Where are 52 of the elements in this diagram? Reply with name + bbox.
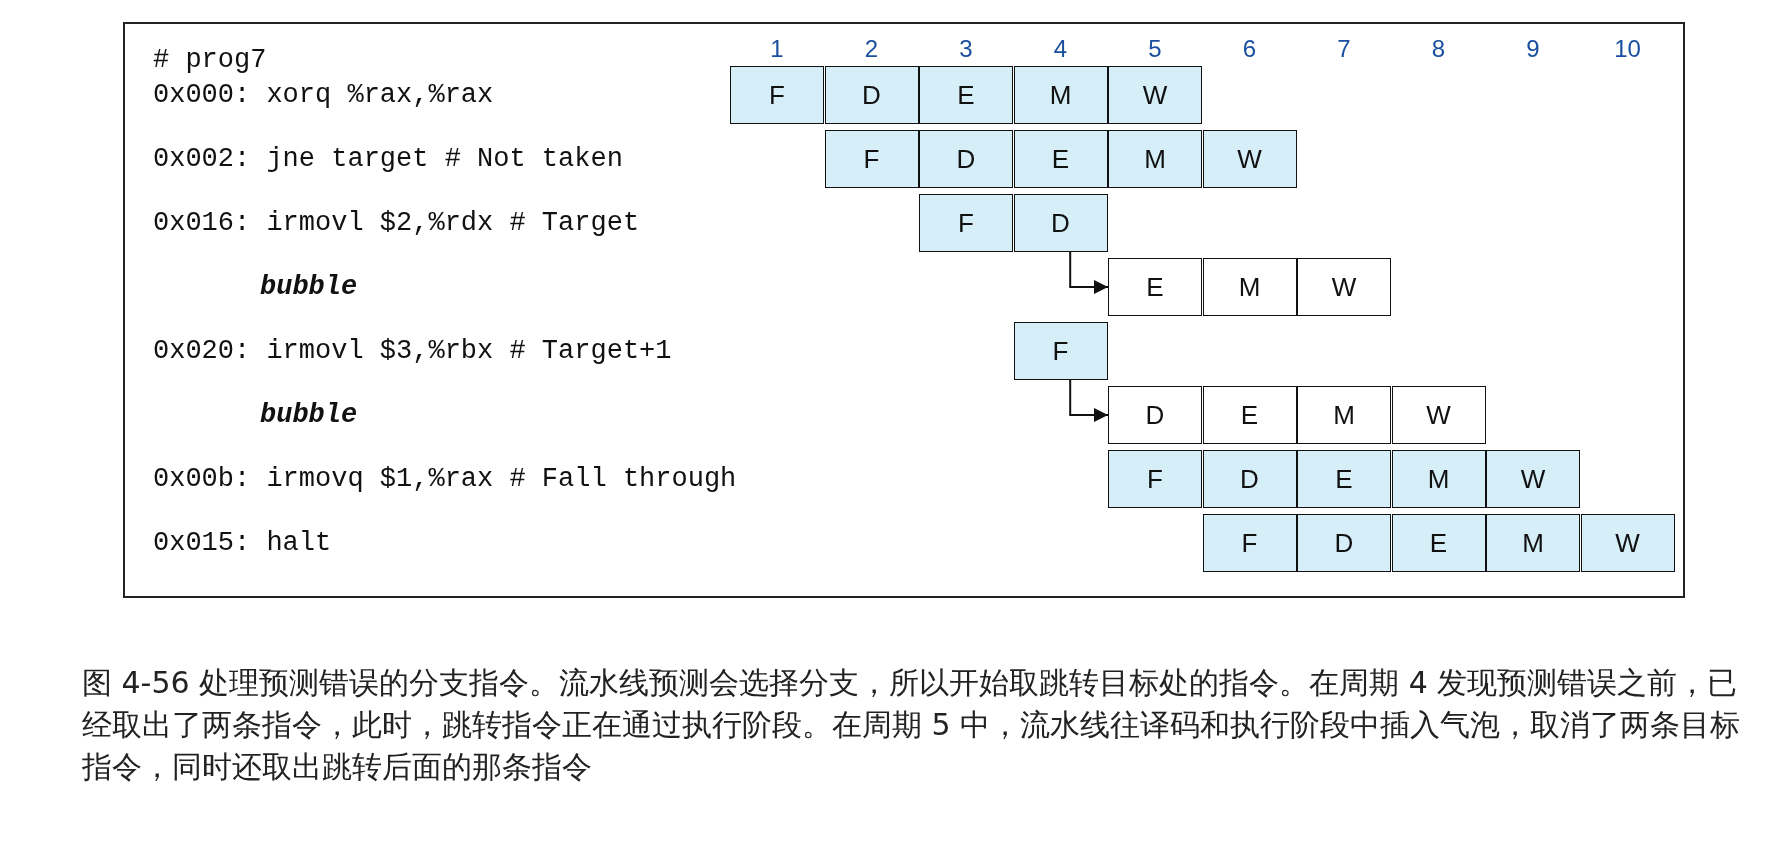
pipeline-stage-cell: F bbox=[730, 66, 824, 124]
pipeline-stage-cell: M bbox=[1391, 450, 1486, 508]
pipeline-stage-cell: W bbox=[1486, 450, 1580, 508]
pipeline-stage-cell: F bbox=[919, 194, 1013, 252]
instruction-text: 0x015: halt bbox=[153, 527, 332, 559]
pipeline-stage-cell: M bbox=[1013, 66, 1108, 124]
instruction-text: 0x000: xorq %rax,%rax bbox=[153, 79, 494, 111]
bubble-stage-cell: M bbox=[1202, 258, 1297, 316]
cycle-number: 8 bbox=[1430, 34, 1447, 64]
bubble-stage-cell: W bbox=[1391, 386, 1486, 444]
pipeline-stage-cell: F bbox=[1108, 450, 1202, 508]
pipeline-stage-cell: E bbox=[919, 66, 1013, 124]
arrow bbox=[1069, 379, 1109, 422]
bubble-stage-cell: E bbox=[1202, 386, 1297, 444]
pipeline-stage-cell: W bbox=[1580, 514, 1675, 572]
pipeline-stage-cell: D bbox=[919, 130, 1013, 188]
pipeline-stage-cell: D bbox=[1202, 450, 1297, 508]
pipeline-stage-cell: M bbox=[1108, 130, 1202, 188]
cycle-number: 1 bbox=[769, 34, 785, 64]
instruction-text: 0x00b: irmovq $1,%rax # Fall through bbox=[153, 463, 737, 495]
bubble-label: bubble bbox=[260, 271, 358, 303]
pipeline-stage-cell: D bbox=[1297, 514, 1391, 572]
figure-caption: 图 4-56 处理预测错误的分支指令。流水线预测会选择分支，所以开始取跳转目标处的指令。在周期 4 发现预测错误之前，已经取出了两条指令，此时，跳转指令正在通过执行阶段。在周期 5 中，流水线往译码和执行阶段中插入气泡，取消了两条目标指令，同时还取出跳转后面的那条指令 bbox=[82, 664, 1742, 786]
cycle-number: 6 bbox=[1241, 34, 1258, 64]
pipeline-stage-cell: D bbox=[1013, 194, 1108, 252]
bubble-stage-cell: E bbox=[1108, 258, 1202, 316]
pipeline-stage-cell: E bbox=[1297, 450, 1391, 508]
bubble-stage-cell: D bbox=[1108, 386, 1202, 444]
pipeline-stage-cell: F bbox=[1202, 514, 1297, 572]
pipeline-stage-cell: D bbox=[824, 66, 919, 124]
pipeline-stage-cell: W bbox=[1202, 130, 1297, 188]
bubble-stage-cell: W bbox=[1297, 258, 1391, 316]
pipeline-stage-cell: E bbox=[1013, 130, 1108, 188]
pipeline-stage-cell: E bbox=[1391, 514, 1486, 572]
cycle-number: 3 bbox=[958, 34, 974, 64]
instruction-text: 0x020: irmovl $3,%rbx # Target+1 bbox=[153, 335, 672, 367]
program-title: # prog7 bbox=[153, 44, 267, 76]
instruction-text: 0x002: jne target # Not taken bbox=[153, 143, 623, 175]
bubble-label: bubble bbox=[260, 399, 358, 431]
cycle-number: 10 bbox=[1613, 34, 1642, 64]
cycle-number: 2 bbox=[863, 34, 880, 64]
bubble-stage-cell: M bbox=[1297, 386, 1391, 444]
pipeline-stage-cell: M bbox=[1486, 514, 1580, 572]
cycle-number: 5 bbox=[1147, 34, 1163, 64]
pipeline-stage-cell: F bbox=[824, 130, 919, 188]
pipeline-stage-cell: W bbox=[1108, 66, 1202, 124]
cycle-number: 7 bbox=[1336, 34, 1352, 64]
cycle-number: 4 bbox=[1052, 34, 1069, 64]
pipeline-stage-cell: F bbox=[1013, 322, 1108, 380]
cycle-number: 9 bbox=[1525, 34, 1541, 64]
instruction-text: 0x016: irmovl $2,%rdx # Target bbox=[153, 207, 640, 239]
arrow bbox=[1069, 251, 1109, 294]
